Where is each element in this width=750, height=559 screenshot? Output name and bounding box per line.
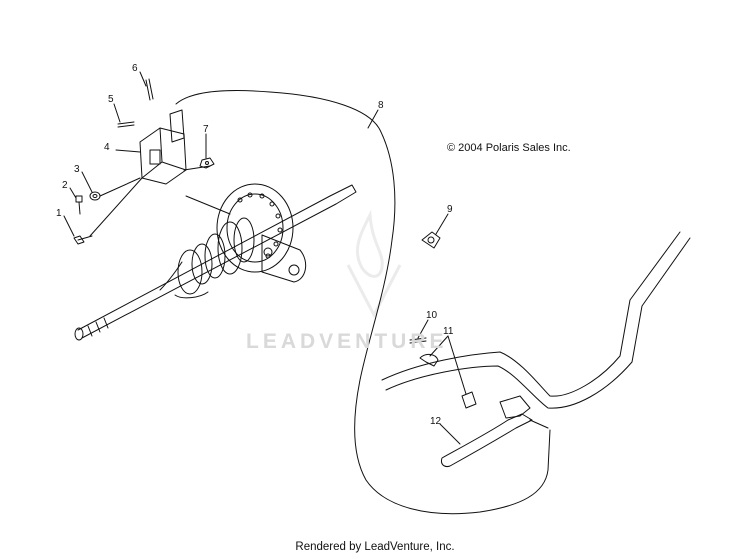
callout-5: 5 [108, 94, 114, 105]
callout-12: 12 [430, 416, 442, 427]
callout-2: 2 [62, 180, 68, 191]
axle-shaft [74, 184, 357, 341]
hardware-pin-6 [145, 78, 154, 101]
callout-3: 3 [74, 164, 80, 175]
hardware-bolt-1 [73, 235, 93, 245]
callout-6: 6 [132, 63, 138, 74]
hardware-pin-10 [409, 337, 427, 344]
mount-plate [261, 234, 307, 283]
exploded-leaders [89, 165, 231, 237]
footer-credit: Rendered by LeadVenture, Inc. [295, 541, 455, 553]
cable-clamp [421, 231, 441, 249]
callout-7: 7 [203, 124, 209, 135]
hardware-screw-2 [75, 195, 83, 215]
handlebar [381, 231, 691, 409]
brake-lever [441, 395, 549, 467]
hardware-clip-11 [419, 353, 477, 409]
brake-disc [216, 183, 294, 273]
callout-10: 10 [426, 310, 438, 321]
brake-cable [175, 90, 551, 515]
callout-8: 8 [378, 100, 384, 111]
watermark-logo [346, 209, 402, 319]
hardware-pin-5 [117, 121, 135, 128]
callout-9: 9 [447, 204, 453, 215]
copyright-notice: © 2004 Polaris Sales Inc. [447, 142, 571, 154]
switch-bracket [139, 109, 187, 185]
callout-1: 1 [56, 208, 62, 219]
hardware-washer-3 [89, 191, 101, 201]
callout-leaders [63, 71, 467, 445]
callout-4: 4 [104, 142, 110, 153]
callout-numbers: 1 2 3 4 5 6 7 8 9 10 11 12 [56, 63, 454, 427]
cv-joint [159, 217, 255, 299]
watermark-text: LEADVENTURE [246, 330, 448, 353]
callout-11: 11 [443, 326, 454, 337]
